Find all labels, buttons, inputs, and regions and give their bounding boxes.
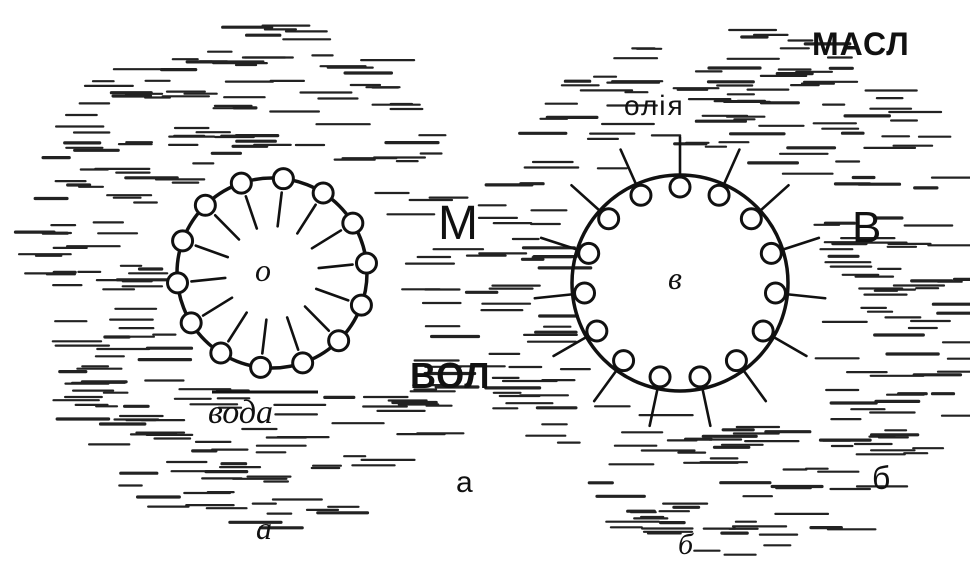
surfactant-tail bbox=[319, 265, 353, 269]
surfactant-tail bbox=[297, 205, 315, 234]
label-core-left: о bbox=[255, 254, 271, 286]
surfactant-head bbox=[343, 213, 363, 233]
surfactant-head bbox=[587, 321, 607, 341]
surfactant-tail bbox=[312, 230, 341, 248]
surfactant-head bbox=[173, 231, 193, 251]
label-masl: МАСЛ bbox=[812, 28, 910, 60]
surfactant-tail bbox=[725, 150, 740, 183]
surfactant-tail bbox=[745, 372, 766, 401]
surfactant-head bbox=[251, 357, 271, 377]
surfactant-tail bbox=[278, 193, 282, 227]
label-core-right: в bbox=[668, 262, 682, 294]
surfactant-head bbox=[753, 321, 773, 341]
surfactant-head bbox=[765, 283, 785, 303]
surfactant-head bbox=[761, 243, 781, 263]
surfactant-tail bbox=[203, 298, 232, 316]
surfactant-head bbox=[313, 183, 333, 203]
label-b: В bbox=[852, 206, 881, 250]
surfactant-head bbox=[329, 331, 349, 351]
panel-label-a-italic: а bbox=[256, 512, 272, 544]
oil-medium-dashes bbox=[467, 30, 970, 555]
surfactant-tail bbox=[262, 320, 266, 354]
surfactant-tail bbox=[535, 294, 571, 298]
surfactant-tail bbox=[572, 185, 599, 209]
surfactant-tail bbox=[775, 338, 806, 356]
surfactant-head bbox=[670, 177, 690, 197]
oil-in-water-droplet bbox=[168, 169, 377, 378]
surfactant-head bbox=[614, 351, 634, 371]
surfactant-head bbox=[690, 367, 710, 387]
surfactant-tail bbox=[228, 313, 246, 342]
surfactant-head bbox=[356, 253, 376, 273]
surfactant-tail bbox=[287, 317, 298, 349]
surfactant-head bbox=[631, 185, 651, 205]
label-oliya: олія bbox=[624, 92, 685, 120]
surfactant-head bbox=[293, 353, 313, 373]
label-m: М bbox=[438, 200, 478, 248]
surfactant-head bbox=[168, 273, 188, 293]
surfactant-head bbox=[575, 283, 595, 303]
surfactant-tail bbox=[246, 196, 257, 228]
surfactant-head bbox=[231, 173, 251, 193]
label-voda: вода bbox=[208, 396, 273, 430]
panel-label-b-italic: б bbox=[678, 530, 693, 560]
surfactant-head bbox=[211, 343, 231, 363]
surfactant-head bbox=[650, 367, 670, 387]
surfactant-tail bbox=[196, 246, 228, 257]
surfactant-head bbox=[726, 351, 746, 371]
panel-label-b: б bbox=[872, 462, 890, 494]
surfactant-tail bbox=[789, 294, 825, 298]
label-vol: ВОЛ bbox=[410, 358, 490, 394]
surfactant-tail bbox=[594, 372, 615, 401]
panel-label-a: а bbox=[456, 468, 473, 498]
surfactant-tail bbox=[191, 278, 225, 282]
surfactant-head bbox=[273, 169, 293, 189]
surfactant-head bbox=[351, 295, 371, 315]
surfactant-head bbox=[599, 209, 619, 229]
surfactant-head bbox=[195, 195, 215, 215]
surfactant-head bbox=[709, 185, 729, 205]
surfactant-head bbox=[741, 209, 761, 229]
surfactant-tail bbox=[316, 289, 348, 300]
surfactant-tail bbox=[785, 238, 819, 249]
surfactant-head bbox=[181, 313, 201, 333]
surfactant-tail bbox=[650, 391, 657, 426]
surfactant-tail bbox=[305, 306, 329, 330]
surfactant-tail bbox=[215, 215, 239, 239]
surfactant-head bbox=[579, 243, 599, 263]
surfactant-tail bbox=[762, 185, 789, 209]
surfactant-tail bbox=[703, 391, 710, 426]
surfactant-tail bbox=[621, 150, 636, 183]
